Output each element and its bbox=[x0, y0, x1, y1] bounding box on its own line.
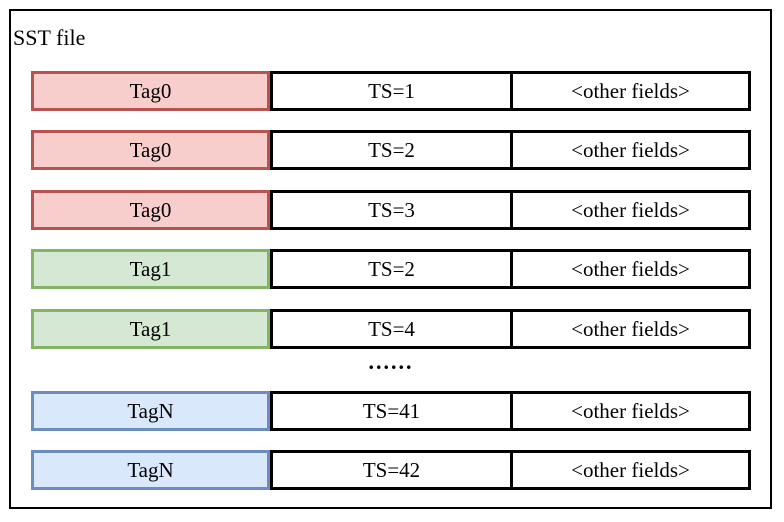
other-fields-cell: <other fields> bbox=[571, 398, 690, 423]
record-row: TagN TS=41 <other fields> bbox=[31, 391, 751, 431]
ellipsis-separator: ...... bbox=[368, 349, 414, 374]
tag-cell: TagN bbox=[31, 391, 270, 431]
record-row: TagN TS=42 <other fields> bbox=[31, 450, 751, 490]
tag-cell: Tag0 bbox=[31, 130, 270, 170]
other-fields-cell: <other fields> bbox=[571, 457, 690, 482]
other-fields-cell: <other fields> bbox=[571, 316, 690, 341]
timestamp-cell: TS=3 bbox=[273, 193, 513, 227]
tag-cell: Tag0 bbox=[31, 190, 270, 230]
tag-cell: Tag1 bbox=[31, 309, 270, 349]
fields-box: TS=2 <other fields> bbox=[270, 249, 751, 289]
fields-box: TS=4 <other fields> bbox=[270, 309, 751, 349]
tag-cell: TagN bbox=[31, 450, 270, 490]
other-fields-cell: <other fields> bbox=[571, 137, 690, 162]
timestamp-cell: TS=2 bbox=[273, 133, 513, 167]
other-fields-cell: <other fields> bbox=[571, 197, 690, 222]
sst-file-title: SST file bbox=[13, 25, 86, 50]
fields-box: TS=41 <other fields> bbox=[270, 391, 751, 431]
fields-box: TS=1 <other fields> bbox=[270, 71, 751, 111]
timestamp-cell: TS=4 bbox=[273, 312, 513, 346]
timestamp-cell: TS=42 bbox=[273, 453, 513, 487]
record-row: Tag0 TS=1 <other fields> bbox=[31, 71, 751, 111]
timestamp-cell: TS=2 bbox=[273, 252, 513, 286]
fields-box: TS=42 <other fields> bbox=[270, 450, 751, 490]
fields-box: TS=2 <other fields> bbox=[270, 130, 751, 170]
fields-box: TS=3 <other fields> bbox=[270, 190, 751, 230]
sst-file-container: SST file Tag0 TS=1 <other fields> Tag0 T… bbox=[9, 9, 772, 509]
tag-cell: Tag0 bbox=[31, 71, 270, 111]
record-row: Tag0 TS=2 <other fields> bbox=[31, 130, 751, 170]
record-row: Tag0 TS=3 <other fields> bbox=[31, 190, 751, 230]
other-fields-cell: <other fields> bbox=[571, 256, 690, 281]
timestamp-cell: TS=1 bbox=[273, 74, 513, 108]
timestamp-cell: TS=41 bbox=[273, 394, 513, 428]
record-row: Tag1 TS=4 <other fields> bbox=[31, 309, 751, 349]
other-fields-cell: <other fields> bbox=[571, 78, 690, 103]
tag-cell: Tag1 bbox=[31, 249, 270, 289]
record-row: Tag1 TS=2 <other fields> bbox=[31, 249, 751, 289]
